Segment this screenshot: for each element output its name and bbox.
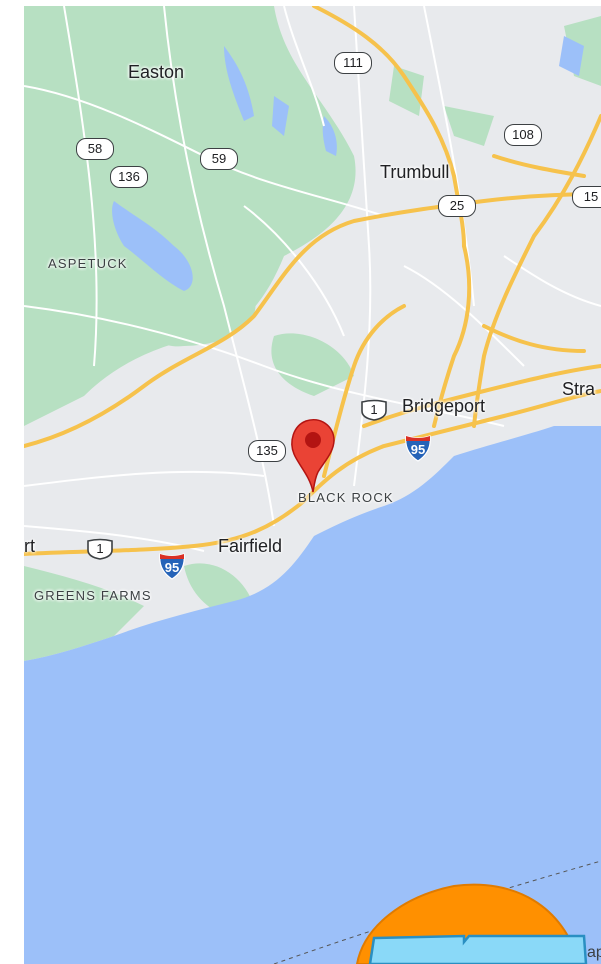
long-island-sound bbox=[24, 426, 601, 964]
place-label-partial-ap: ap bbox=[587, 944, 601, 961]
map-pin-shape bbox=[291, 419, 335, 493]
lakes-rivers bbox=[112, 36, 584, 291]
zone-inner-polygon bbox=[368, 934, 588, 964]
us-route-shield-1-bridgeport: 1 bbox=[360, 399, 388, 421]
us-route-shield-1-fairfield: 1 bbox=[86, 538, 114, 560]
interstate-shield-icon bbox=[159, 553, 185, 580]
neighborhood-label-greens-farms: GREENS FARMS bbox=[34, 588, 152, 603]
interstate-shield-icon bbox=[405, 435, 431, 462]
route-shield-111: 111 bbox=[334, 52, 372, 74]
route-shield-25: 25 bbox=[438, 195, 476, 217]
map-base-layer bbox=[24, 6, 601, 964]
route-shield-108: 108 bbox=[504, 124, 542, 146]
route-shield-135: 135 bbox=[248, 440, 286, 462]
place-label-westport-partial: rt bbox=[24, 536, 35, 556]
route-shield-58: 58 bbox=[76, 138, 114, 160]
us-route-number: 1 bbox=[96, 541, 104, 556]
place-label-stratford-partial: Stra bbox=[562, 379, 596, 399]
interstate-shield-95-bridgeport: 95 bbox=[404, 434, 432, 462]
place-label-trumbull: Trumbull bbox=[380, 162, 450, 182]
place-label-fairfield: Fairfield bbox=[218, 536, 283, 556]
interstate-number: 95 bbox=[410, 442, 426, 457]
route-shield-15: 15 bbox=[572, 186, 601, 208]
us-route-number: 1 bbox=[370, 402, 378, 417]
map-overlay-layer bbox=[273, 860, 601, 964]
us-route-shield-icon bbox=[361, 399, 387, 421]
map-pin-icon[interactable] bbox=[288, 416, 338, 494]
place-label-bridgeport: Bridgeport bbox=[402, 396, 486, 416]
route-shield-136: 136 bbox=[110, 166, 148, 188]
interstate-shield-95-fairfield: 95 bbox=[158, 552, 186, 580]
neighborhood-label-aspetuck: ASPETUCK bbox=[48, 256, 128, 271]
ferry-route-line bbox=[273, 860, 601, 964]
interstate-number: 95 bbox=[164, 560, 180, 575]
neighborhood-label-black-rock: BLACK ROCK bbox=[298, 490, 394, 505]
place-label-easton: Easton bbox=[128, 62, 185, 82]
route-shield-59: 59 bbox=[200, 148, 238, 170]
map-view[interactable]: Easton Trumbull Bridgeport Fairfield Str… bbox=[24, 6, 601, 964]
us-route-shield-icon bbox=[87, 538, 113, 560]
